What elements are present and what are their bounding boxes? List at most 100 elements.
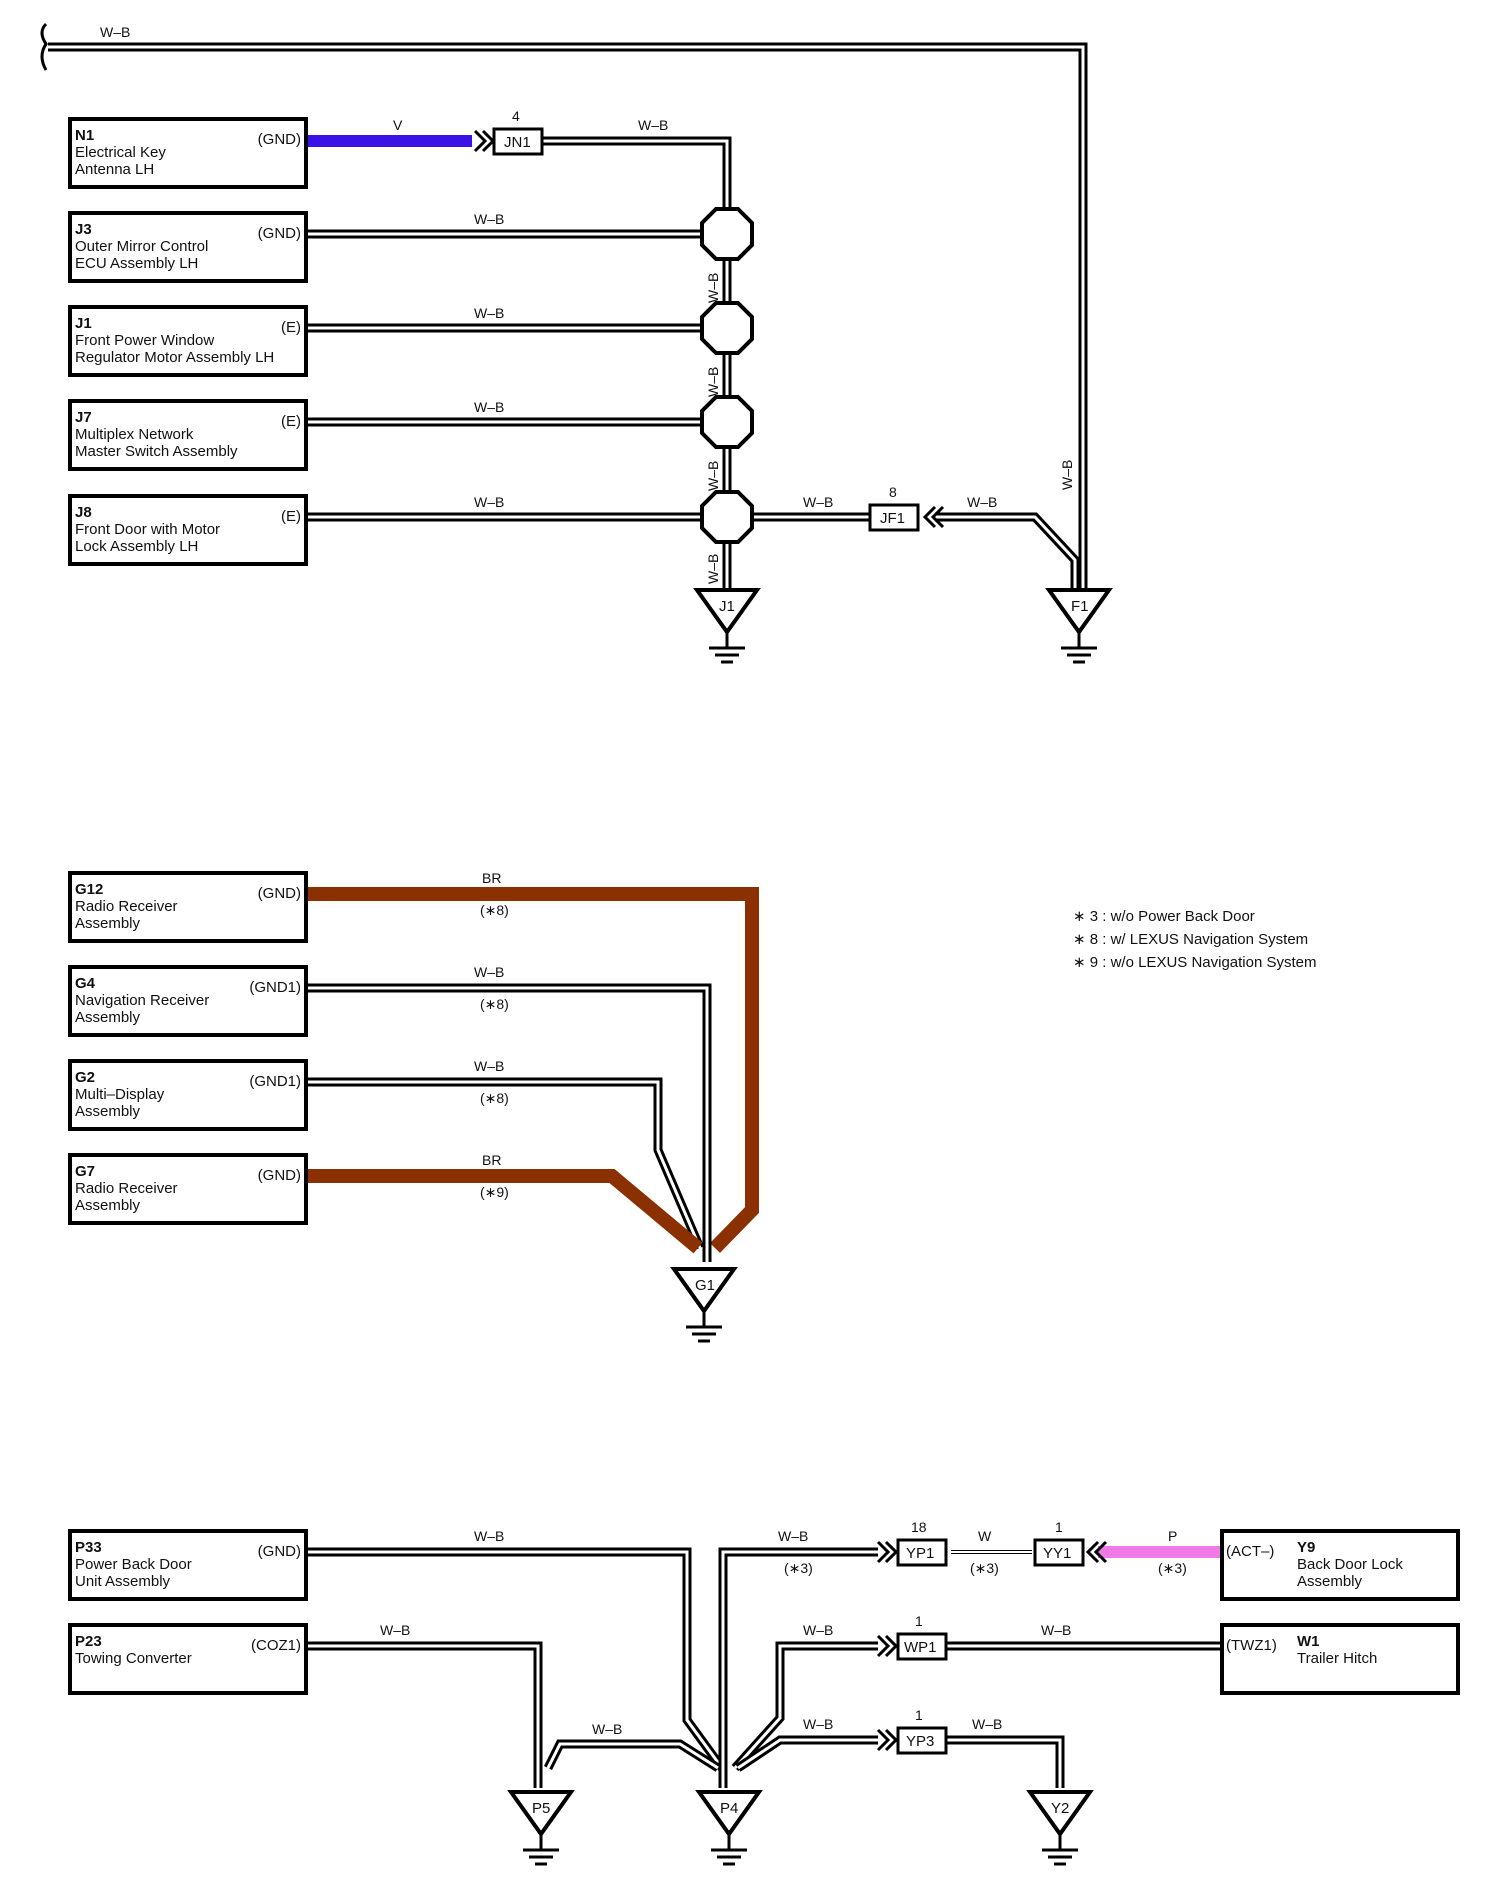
component-name-line1: Multiplex Network [75, 426, 194, 443]
wire-wb [306, 1547, 726, 1771]
component-box [68, 211, 308, 283]
wire-label-j1: W–B [474, 305, 504, 321]
ground-g1: G1 [672, 1267, 736, 1343]
wire-label-vert1: W–B [705, 273, 721, 303]
component-name-line1: Outer Mirror Control [75, 238, 208, 255]
component-name-line1: Front Power Window [75, 332, 214, 349]
connector-yy1-pin: 1 [1055, 1519, 1063, 1535]
connector-wp1: WP1 1 [876, 1613, 948, 1661]
component-box [68, 399, 308, 471]
component-id: Y9 [1297, 1539, 1315, 1556]
component-box [1220, 1529, 1460, 1601]
svg-text:Y2: Y2 [1051, 1800, 1069, 1817]
wire-label-vert2: W–B [705, 367, 721, 397]
section1-wires: W–B V W–B W–B W–B W–B W–B W–B W–B W–B W–… [40, 22, 1088, 600]
wire-label-jn1: W–B [638, 117, 668, 133]
notes: ∗ 3 : w/o Power Back Door ∗ 8 : w/ LEXUS… [1073, 908, 1317, 971]
component-name-line1: Trailer Hitch [1297, 1650, 1377, 1667]
wire-label-vert4: W–B [705, 554, 721, 584]
wire-cond-w: (∗3) [970, 1560, 999, 1576]
component-box [68, 1623, 308, 1695]
component-pin: (E) [281, 413, 301, 430]
wire-label-yp3: W–B [803, 1716, 833, 1732]
wire-label-yp1: W–B [778, 1528, 808, 1544]
wire-label-p5: W–B [592, 1721, 622, 1737]
component-box [68, 305, 308, 377]
component-name-line2: Assembly [75, 915, 141, 932]
svg-text:P4: P4 [720, 1800, 738, 1817]
component-id: G7 [75, 1163, 95, 1180]
ground-y2: Y2 [1028, 1790, 1092, 1866]
component-id: G4 [75, 975, 96, 992]
component-id: P33 [75, 1539, 102, 1556]
component-id: J7 [75, 409, 92, 426]
wire-wb [935, 512, 1080, 598]
wire-wb-stripe [546, 1742, 719, 1770]
wire-wb [306, 983, 712, 1262]
wire-label-g2: W–B [474, 1058, 504, 1074]
wire-wb [306, 1641, 543, 1788]
wire-label-w: W [978, 1528, 992, 1544]
connector-jf1-label: JF1 [880, 510, 905, 527]
component-pin: (E) [281, 508, 301, 525]
wire-label-v: V [393, 117, 403, 133]
connector-yp1-pin: 18 [911, 1519, 927, 1535]
wire-wb-stripe [737, 1738, 878, 1770]
component-name-line1: Back Door Lock [1297, 1556, 1403, 1573]
component-box [68, 1059, 308, 1131]
component-box [68, 871, 308, 943]
wire-br-g7 [306, 1169, 703, 1254]
component-name-line2: Regulator Motor Assembly LH [75, 349, 274, 366]
wire-label-wp1: W–B [803, 1622, 833, 1638]
break-mark [40, 22, 48, 71]
component-id: W1 [1297, 1633, 1320, 1650]
section2-wires: BR (∗8) W–B (∗8) W–B (∗8) BR (∗9) [306, 870, 759, 1262]
wire-wb-stripe [542, 139, 729, 600]
connector-yp3-label: YP3 [906, 1733, 934, 1750]
connector-yy1: YY1 1 [1033, 1519, 1108, 1567]
ground-p5: P5 [509, 1790, 573, 1866]
component-name-line2: Antenna LH [75, 161, 154, 178]
splice-1 [700, 207, 754, 261]
component-name-line1: Power Back Door [75, 1556, 192, 1573]
connector-jn1-pin: 4 [512, 108, 520, 124]
component-name-line1: Radio Receiver [75, 1180, 178, 1197]
component-name-line2: Assembly [1297, 1573, 1363, 1590]
component-box [68, 965, 308, 1037]
wire-label-p33: W–B [474, 1528, 504, 1544]
note-9: ∗ 9 : w/o LEXUS Navigation System [1073, 954, 1317, 971]
component-box [68, 117, 308, 189]
component-pin: (GND1) [249, 1073, 301, 1090]
wire-label-p: P [1168, 1528, 1177, 1544]
wire-wb [543, 1739, 721, 1772]
ground-f1: F1 [1047, 588, 1111, 664]
wire-wb-stripe [945, 1738, 1062, 1788]
wire-label-br2: BR [482, 1152, 501, 1168]
component-box [68, 1529, 308, 1601]
component-id: J8 [75, 504, 92, 521]
wire-wb [306, 1077, 705, 1250]
note-3: ∗ 3 : w/o Power Back Door [1073, 908, 1255, 925]
wire-label-wp1-right: W–B [1041, 1622, 1071, 1638]
wire-cond-g7: (∗9) [480, 1184, 509, 1200]
connector-jn1: JN1 4 [473, 108, 544, 156]
wire-label-j7: W–B [474, 399, 504, 415]
connector-wp1-label: WP1 [904, 1639, 937, 1656]
component-id: N1 [75, 127, 94, 144]
splice-2 [700, 301, 754, 355]
wire-wb-stripe [306, 1080, 702, 1249]
svg-text:P5: P5 [532, 1800, 550, 1817]
component-pin: (GND) [258, 885, 301, 902]
section3-wires: W–B W–B W–B W–B (∗3) W (∗3) P (∗3) W–B W… [306, 1528, 1220, 1788]
wire-wb-stripe [306, 1644, 540, 1788]
svg-text:F1: F1 [1071, 598, 1089, 615]
